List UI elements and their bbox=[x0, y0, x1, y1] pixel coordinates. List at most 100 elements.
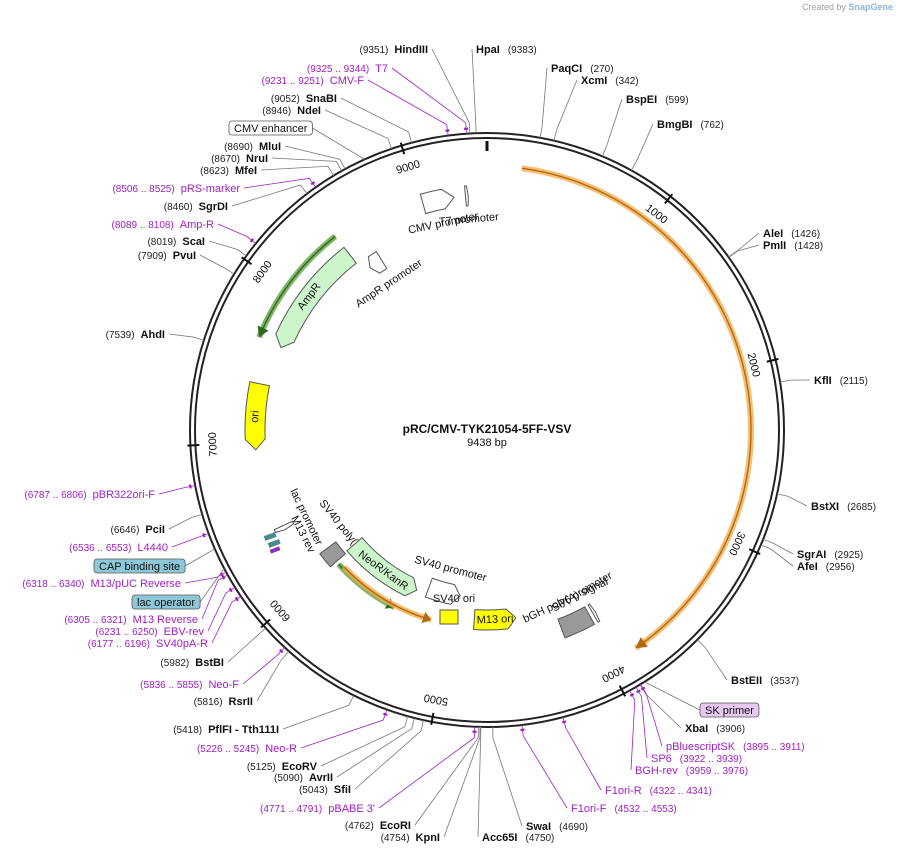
site-position: (8089 .. 8108) bbox=[112, 220, 174, 231]
enzyme-label-scai[interactable]: ScaI(8019) bbox=[147, 236, 205, 248]
primer-label-prs-marker[interactable]: pRS-marker(8506 .. 8525) bbox=[112, 183, 240, 195]
enzyme-label-kfli[interactable]: KflI(2115) bbox=[814, 375, 868, 387]
primer-label-sv40pa-r[interactable]: SV40pA-R(6177 .. 6196) bbox=[88, 638, 208, 650]
primer-label-sp6[interactable]: SP6(3922 .. 3939) bbox=[651, 753, 742, 765]
enzyme-label-bstxi[interactable]: BstXI(2685) bbox=[811, 501, 876, 513]
primer-label-pbr322ori-f[interactable]: pBR322ori-F(6787 .. 6806) bbox=[24, 489, 155, 501]
primer-name: pBluescriptSK bbox=[666, 741, 736, 753]
enzyme-label-nrui[interactable]: NruI(8670) bbox=[211, 153, 268, 165]
enzyme-label-pcii[interactable]: PciI(6646) bbox=[111, 524, 165, 536]
primer-name: L4440 bbox=[137, 542, 168, 554]
cap-binding-site-box-label: CAP binding site bbox=[99, 561, 180, 573]
site-position: (4690) bbox=[559, 822, 588, 833]
l4440-primer-mark bbox=[202, 532, 206, 538]
primer-label-bgh-rev[interactable]: BGH-rev(3959 .. 3976) bbox=[635, 765, 748, 777]
primer-label-neo-r[interactable]: Neo-R(5226 .. 5245) bbox=[197, 743, 297, 755]
cap-binding-site-box[interactable]: CAP binding site bbox=[93, 558, 186, 574]
enzyme-label-sgrdi[interactable]: SgrDI(8460) bbox=[164, 201, 228, 213]
enzyme-name: SgrAI bbox=[797, 549, 826, 561]
site-position: (5418) bbox=[173, 725, 202, 736]
ampr-promoter-label: AmpR promoter bbox=[353, 257, 424, 310]
site-position: (6536 .. 6553) bbox=[69, 543, 131, 554]
enzyme-label-pflfi-tth111i[interactable]: PflFI - Tth111I(5418) bbox=[173, 724, 279, 736]
lac-operator-box[interactable]: lac operator bbox=[131, 594, 201, 610]
enzyme-label-bsteii[interactable]: BstEII(3537) bbox=[731, 675, 799, 687]
primer-label-m13-puc-reverse[interactable]: M13/pUC Reverse (6318 .. 6340) bbox=[22, 578, 181, 590]
enzyme-label-sgrai[interactable]: SgrAI(2925) bbox=[797, 549, 863, 561]
site-position: (342) bbox=[615, 76, 638, 87]
enzyme-label-swai[interactable]: SwaI(4690) bbox=[526, 821, 588, 833]
enzyme-label-ahdi[interactable]: AhdI(7539) bbox=[106, 329, 165, 341]
primer-label-pbluescriptsk[interactable]: pBluescriptSK(3895 .. 3911) bbox=[666, 741, 805, 753]
primer-name: T7 bbox=[375, 63, 388, 75]
pbabe-3-leader bbox=[378, 726, 476, 809]
enzyme-label-ecori[interactable]: EcoRI(4762) bbox=[345, 820, 411, 832]
tick-mark-4000 bbox=[618, 685, 627, 697]
primer-label-cmv-f[interactable]: CMV-F(9231 .. 9251) bbox=[262, 75, 365, 87]
primer-label-ebv-rev[interactable]: EBV-rev(6231 .. 6250) bbox=[95, 626, 204, 638]
primer-label-f1ori-f[interactable]: F1ori-F(4532 .. 4553) bbox=[571, 803, 677, 815]
enzyme-label-sfii[interactable]: SfiI(5043) bbox=[299, 784, 351, 796]
sp6-promoter-arrow bbox=[587, 603, 601, 623]
enzyme-label-paqci[interactable]: PaqCI(270) bbox=[551, 63, 614, 75]
bspei-leader bbox=[601, 98, 623, 157]
enzyme-label-pmli[interactable]: PmlI(1428) bbox=[763, 240, 823, 252]
primer-name: SP6 bbox=[651, 753, 672, 765]
primer-label-amp-r[interactable]: Amp-R(8089 .. 8108) bbox=[112, 219, 215, 231]
enzyme-label-rsrii[interactable]: RsrII(5816) bbox=[194, 696, 253, 708]
lac-operator-leader bbox=[199, 568, 225, 603]
kpni-leader bbox=[443, 726, 481, 838]
enzyme-label-ecorv[interactable]: EcoRV(5125) bbox=[247, 761, 318, 773]
pbluescriptsk-primer-mark bbox=[640, 686, 646, 691]
site-position: (9052) bbox=[271, 94, 300, 105]
primer-name: pBR322ori-F bbox=[93, 489, 156, 501]
paqci-leader bbox=[539, 67, 548, 138]
hpai-leader bbox=[471, 48, 477, 134]
tick-mark-9000 bbox=[399, 142, 406, 155]
primer-label-f1ori-r[interactable]: F1ori-R(4322 .. 4341) bbox=[605, 785, 712, 797]
avrii-leader bbox=[336, 717, 415, 778]
lac-promoter-arrow bbox=[273, 520, 295, 534]
t7-promoter-label: T7 promoter bbox=[439, 211, 500, 228]
enzyme-label-mfei[interactable]: MfeI(8623) bbox=[200, 165, 257, 177]
enzyme-label-bmgbi[interactable]: BmgBI(762) bbox=[657, 119, 724, 131]
site-position: (6318 .. 6340) bbox=[22, 579, 84, 590]
enzyme-label-pvui[interactable]: PvuI(7909) bbox=[138, 250, 196, 262]
enzyme-name: BstBI bbox=[195, 657, 224, 669]
enzyme-label-mlui[interactable]: MluI(8690) bbox=[224, 141, 281, 153]
sk-primer-box[interactable]: SK primer bbox=[699, 702, 760, 718]
site-position: (6177 .. 6196) bbox=[88, 639, 150, 650]
enzyme-label-bspei[interactable]: BspEI(599) bbox=[626, 94, 689, 106]
site-position: (7539) bbox=[106, 330, 135, 341]
bstxi-leader bbox=[776, 493, 808, 507]
ebv-rev-primer-mark bbox=[228, 587, 233, 593]
enzyme-label-xbai[interactable]: XbaI(3906) bbox=[685, 723, 745, 735]
enzyme-label-acc65i[interactable]: Acc65I(4750) bbox=[482, 832, 554, 844]
site-position: (8506 .. 8525) bbox=[112, 184, 174, 195]
primer-label-t7[interactable]: T7(9325 .. 9344) bbox=[307, 63, 388, 75]
primer-label-l4440[interactable]: L4440 (6536 .. 6553) bbox=[69, 542, 168, 554]
backbone-ring bbox=[189, 132, 785, 728]
snapgene-logo: SnapGene bbox=[848, 2, 893, 12]
primer-label-m13-reverse[interactable]: M13 Reverse(6305 .. 6321) bbox=[64, 614, 198, 626]
primer-label-neo-f[interactable]: Neo-F(5836 .. 5855) bbox=[140, 679, 239, 691]
enzyme-name: XbaI bbox=[685, 723, 708, 735]
site-position: (8460) bbox=[164, 202, 193, 213]
enzyme-label-alei[interactable]: AleI(1426) bbox=[763, 228, 820, 240]
enzyme-name: BmgBI bbox=[657, 119, 692, 131]
primer-name: M13/pUC Reverse bbox=[91, 578, 181, 590]
enzyme-label-snabi[interactable]: SnaBI(9052) bbox=[271, 93, 337, 105]
enzyme-label-ndei[interactable]: NdeI(8946) bbox=[262, 105, 321, 117]
primer-label-pbabe-3[interactable]: pBABE 3'(4771 .. 4791) bbox=[260, 803, 375, 815]
enzyme-label-xcmi[interactable]: XcmI(342) bbox=[581, 75, 639, 87]
tick-label-5000: 5000 bbox=[423, 691, 449, 707]
enzyme-label-hpai[interactable]: HpaI(9383) bbox=[476, 44, 537, 56]
cmv-enhancer-box[interactable]: CMV enhancer bbox=[228, 120, 313, 136]
enzyme-label-avrii[interactable]: AvrII(5090) bbox=[274, 772, 333, 784]
enzyme-label-bstbi[interactable]: BstBI(5982) bbox=[160, 657, 224, 669]
enzyme-label-kpni[interactable]: KpnI(4754) bbox=[381, 832, 440, 844]
prs-marker-primer-mark bbox=[310, 181, 316, 186]
enzyme-label-afei[interactable]: AfeI(2956) bbox=[797, 561, 855, 573]
neo-r-leader bbox=[300, 709, 388, 749]
enzyme-label-hindiii[interactable]: HindIII(9351) bbox=[359, 44, 428, 56]
